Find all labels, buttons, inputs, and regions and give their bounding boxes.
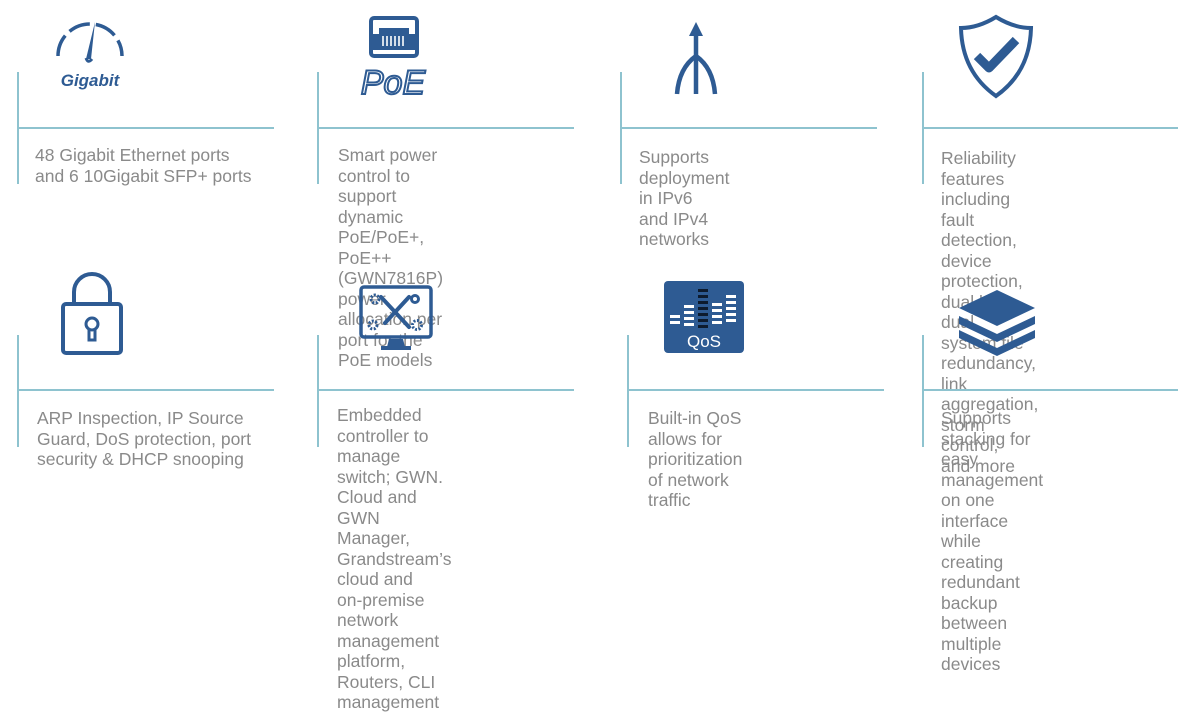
divider-horizontal: [620, 127, 877, 129]
poe-icon-label: PoE: [361, 64, 426, 98]
divider-horizontal: [17, 127, 274, 129]
shield-check-icon: [958, 14, 1034, 100]
feature-description: 48 Gigabit Ethernet ports and 6 10Gigabi…: [35, 145, 252, 186]
divider-horizontal: [317, 389, 574, 391]
poe-ethernet-port-icon: PoE: [355, 16, 431, 98]
divider-vertical: [627, 335, 629, 447]
stacked-layers-icon: [955, 286, 1039, 356]
divider-vertical: [17, 335, 19, 447]
divider-vertical: [922, 335, 924, 447]
feature-description: Embedded controller to manage switch; GW…: [337, 405, 452, 712]
feature-description: Reliability features including fault det…: [941, 148, 1039, 476]
padlock-icon: [60, 272, 124, 356]
monitor-tools-icon: [359, 285, 433, 353]
divider-horizontal: [317, 127, 574, 129]
gigabit-speedometer-icon: Gigabit: [50, 14, 130, 94]
qos-equalizer-icon: QoS: [664, 281, 744, 353]
feature-description: Smart power control to support dynamic P…: [338, 145, 444, 370]
ipv6-branching-arrow-icon: [671, 20, 721, 96]
gigabit-icon-label: Gigabit: [61, 71, 121, 90]
feature-description: ARP Inspection, IP Source Guard, DoS pro…: [37, 408, 251, 469]
feature-description: Supports deployment in IPv6 and IPv4 net…: [639, 147, 730, 249]
divider-horizontal: [627, 389, 884, 391]
feature-description: Built-in QoS allows for prioritization o…: [648, 408, 743, 510]
divider-horizontal: [17, 389, 274, 391]
feature-description: Supports stacking for easy management on…: [941, 408, 1044, 674]
divider-horizontal: [922, 389, 1178, 391]
divider-vertical: [317, 335, 319, 447]
divider-horizontal: [922, 127, 1178, 129]
qos-icon-label: QoS: [687, 332, 721, 351]
